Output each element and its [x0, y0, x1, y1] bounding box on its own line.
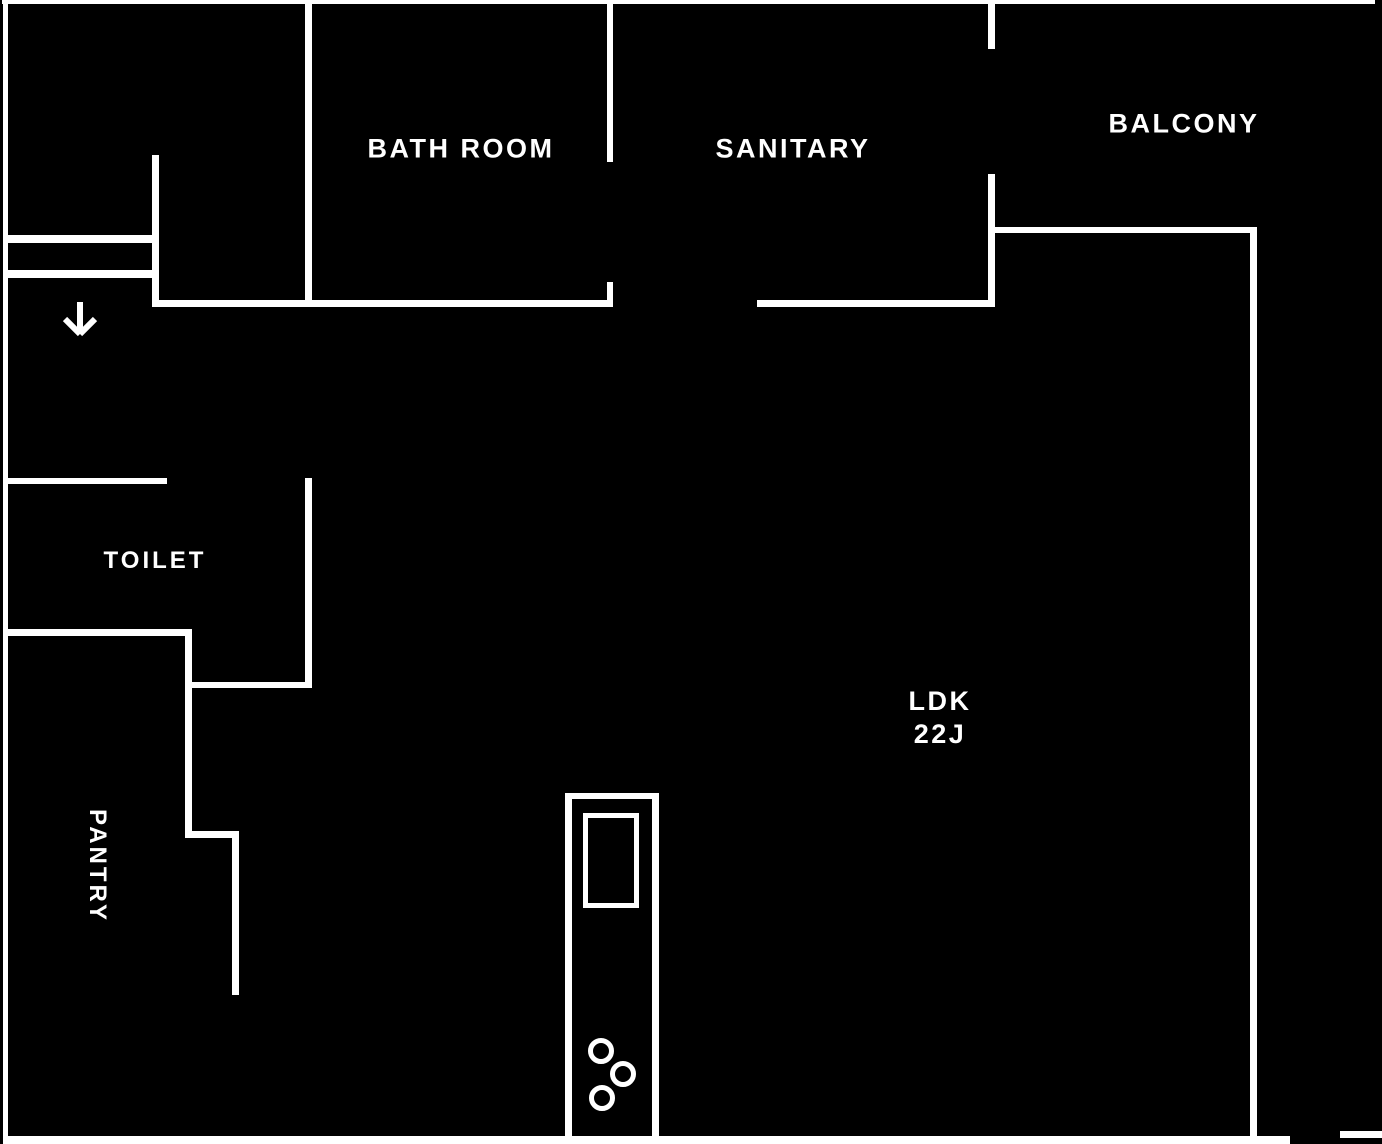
wall-ldk-right [1250, 227, 1257, 1144]
stove-burner-icon [610, 1061, 636, 1087]
wall-hall-divider-vertical [152, 155, 159, 307]
wall-pantry-right-lower [232, 831, 239, 995]
ldk-label-area: 22J [913, 719, 967, 749]
wall-entrance-step-lower [7, 270, 155, 278]
stove-burner-icon [589, 1085, 615, 1111]
wall-counter-left [565, 793, 572, 1144]
wall-top-border [2, 0, 1375, 4]
ldk-label-name: LDK [908, 686, 972, 716]
ldk-label: LDK 22J [909, 685, 972, 751]
wall-pantry-right-upper [185, 629, 192, 837]
stove-burner-icon [588, 1038, 614, 1064]
wall-pantry-top [7, 629, 190, 636]
balcony-label: BALCONY [1108, 108, 1260, 139]
wall-entrance-step-upper [7, 235, 155, 243]
sanitary-label: SANITARY [715, 133, 871, 164]
wall-sanitary-right-upper [988, 2, 995, 49]
wall-counter-top [565, 793, 659, 799]
wall-bathroom-bottom [152, 300, 613, 307]
wall-bathroom-right-lower [607, 282, 613, 307]
down-arrow-icon [60, 296, 100, 340]
wall-balcony-bottom-right [1340, 1131, 1382, 1138]
toilet-label: TOILET [103, 547, 207, 574]
wall-sanitary-right-lower [988, 174, 995, 307]
wall-balcony-top [994, 227, 1256, 233]
wall-toilet-right [305, 478, 312, 688]
kitchen-sink-icon [583, 813, 639, 908]
wall-toilet-top [7, 478, 167, 484]
wall-toilet-bottom [192, 682, 312, 688]
pantry-label: PANTRY [84, 809, 111, 923]
wall-counter-right [652, 793, 659, 1144]
bathroom-label: BATH ROOM [367, 133, 555, 164]
wall-pantry-jog [185, 831, 239, 838]
wall-left-border [3, 2, 8, 1144]
wall-bathroom-right-upper [607, 2, 613, 162]
wall-sanitary-bottom [757, 300, 994, 307]
wall-bathroom-left [305, 2, 312, 305]
wall-bottom-border [3, 1136, 1290, 1144]
